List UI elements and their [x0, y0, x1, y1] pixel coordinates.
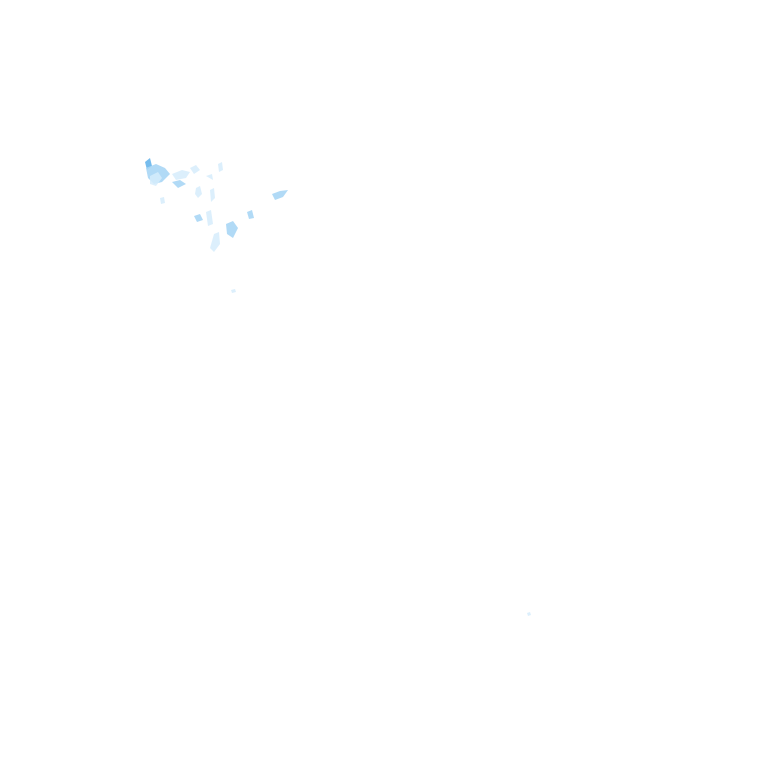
radar-echo-cell — [172, 170, 190, 180]
radar-echo-cell — [206, 174, 213, 180]
radar-echo-speck-southeast — [527, 612, 531, 616]
radar-echo-cell — [226, 221, 238, 238]
radar-echo-cell — [231, 289, 236, 293]
radar-echo-cell — [194, 214, 203, 222]
radar-echo-cell — [195, 186, 202, 198]
radar-echo-cell — [172, 180, 186, 188]
radar-echo-cell — [160, 197, 165, 204]
radar-echo-cell — [150, 172, 162, 186]
radar-echo-cell — [247, 210, 254, 219]
radar-echo-cell — [190, 165, 200, 174]
radar-echo-cluster-center — [194, 190, 288, 293]
radar-echo-cell — [527, 612, 531, 616]
radar-echo-cell — [210, 232, 220, 252]
radar-echo-cell — [210, 188, 215, 202]
radar-echo-cluster-northwest — [145, 158, 223, 204]
radar-echo-cell — [218, 162, 223, 172]
radar-echo-cell — [206, 210, 213, 226]
radar-echo-cell — [272, 190, 288, 200]
